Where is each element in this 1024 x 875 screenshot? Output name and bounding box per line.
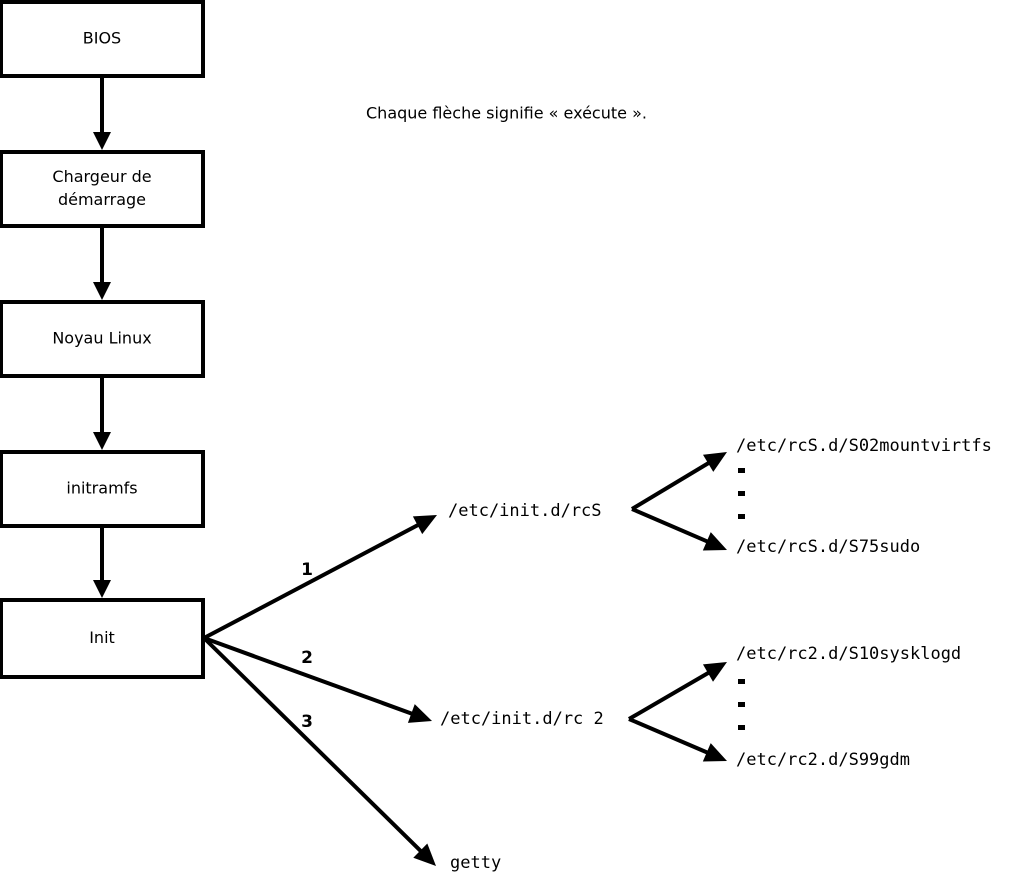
script-arrow-shaft <box>630 458 715 511</box>
init-branch-3: 3 getty <box>202 636 501 873</box>
branch-arrow-head <box>412 515 437 535</box>
flow-arrow-head <box>93 580 111 598</box>
stage-box-rect <box>0 150 205 228</box>
script-arrow-head <box>702 532 727 551</box>
stage-box-kernel[interactable]: Noyau Linux <box>0 300 205 378</box>
vertical-ellipsis-dot <box>738 702 745 707</box>
flow-arrow-initramfs-to-init <box>93 526 111 598</box>
stage-box-rect <box>0 450 205 528</box>
script-group-container: /etc/rcS.d/S02mountvirtfs/etc/rcS.d/S75s… <box>627 436 992 770</box>
stage-box-rect <box>0 0 205 78</box>
branch-target-label[interactable]: /etc/init.d/rcS <box>448 501 602 521</box>
vertical-ellipsis-dot <box>738 491 745 496</box>
stage-box-init[interactable]: Init <box>0 598 205 679</box>
script-path-label[interactable]: /etc/rcS.d/S75sudo <box>736 537 920 557</box>
stage-box-label: Chargeur de <box>52 167 151 186</box>
script-arrow-shaft <box>631 507 714 546</box>
vertical-arrow-group <box>93 76 111 598</box>
branch-target-label[interactable]: /etc/init.d/rc 2 <box>440 709 604 729</box>
flow-arrow-head <box>93 132 111 150</box>
stage-box-bootloader[interactable]: Chargeur de démarrage <box>0 150 205 228</box>
branch-number-label: 1 <box>301 560 313 580</box>
script-arrow-head <box>702 743 727 762</box>
script-arrow-head <box>702 452 727 472</box>
flow-arrow-head <box>93 432 111 450</box>
flow-arrow-head <box>93 282 111 300</box>
script-arrow-head <box>702 662 727 682</box>
diagram-caption: Chaque flèche signifie « exécute ». <box>366 104 647 123</box>
branch-number-label: 2 <box>301 648 313 668</box>
branch-arrow-shaft <box>203 520 424 640</box>
stage-box-rect <box>0 598 205 679</box>
branch-number-label: 3 <box>301 712 313 732</box>
branch-arrow-shaft <box>203 636 418 718</box>
flow-arrow-kernel-to-initramfs <box>93 376 111 450</box>
script-path-label[interactable]: /etc/rc2.d/S99gdm <box>736 750 910 770</box>
script-path-label[interactable]: /etc/rcS.d/S02mountvirtfs <box>736 436 992 456</box>
script-fanout-rcS-scripts: /etc/rcS.d/S02mountvirtfs/etc/rcS.d/S75s… <box>630 436 992 557</box>
init-branch-2: 2/etc/init.d/rc 2 <box>203 636 604 729</box>
stage-box-label: démarrage <box>58 190 146 209</box>
branch-arrow-shaft <box>202 636 427 857</box>
script-arrow-shaft <box>628 717 714 757</box>
init-branch-1: 1/etc/init.d/rcS <box>203 501 602 640</box>
stage-box-initramfs[interactable]: initramfs <box>0 450 205 528</box>
branch-arrow-head <box>407 704 432 723</box>
stage-box-bios[interactable]: BIOS <box>0 0 205 78</box>
script-path-label[interactable]: /etc/rc2.d/S10sysklogd <box>736 644 961 664</box>
stage-box-label: Noyau Linux <box>52 329 151 348</box>
stage-box-rect <box>0 300 205 378</box>
flow-arrow-bootloader-to-kernel <box>93 226 111 300</box>
vertical-ellipsis-dot <box>738 514 745 519</box>
branch-target-label[interactable]: getty <box>450 853 501 873</box>
stage-box-label: initramfs <box>66 479 137 498</box>
vertical-ellipsis-dot <box>738 679 745 684</box>
vertical-ellipsis-dot <box>738 468 745 473</box>
vertical-ellipsis-dot <box>738 725 745 730</box>
branch-arrow-head <box>413 843 436 866</box>
stage-box-label: BIOS <box>83 29 121 48</box>
script-fanout-rc2-scripts: /etc/rc2.d/S10sysklogd/etc/rc2.d/S99gdm <box>627 644 961 770</box>
script-arrow-shaft <box>627 668 715 721</box>
stage-box-label: Init <box>89 628 115 647</box>
flow-arrow-bios-to-bootloader <box>93 76 111 150</box>
